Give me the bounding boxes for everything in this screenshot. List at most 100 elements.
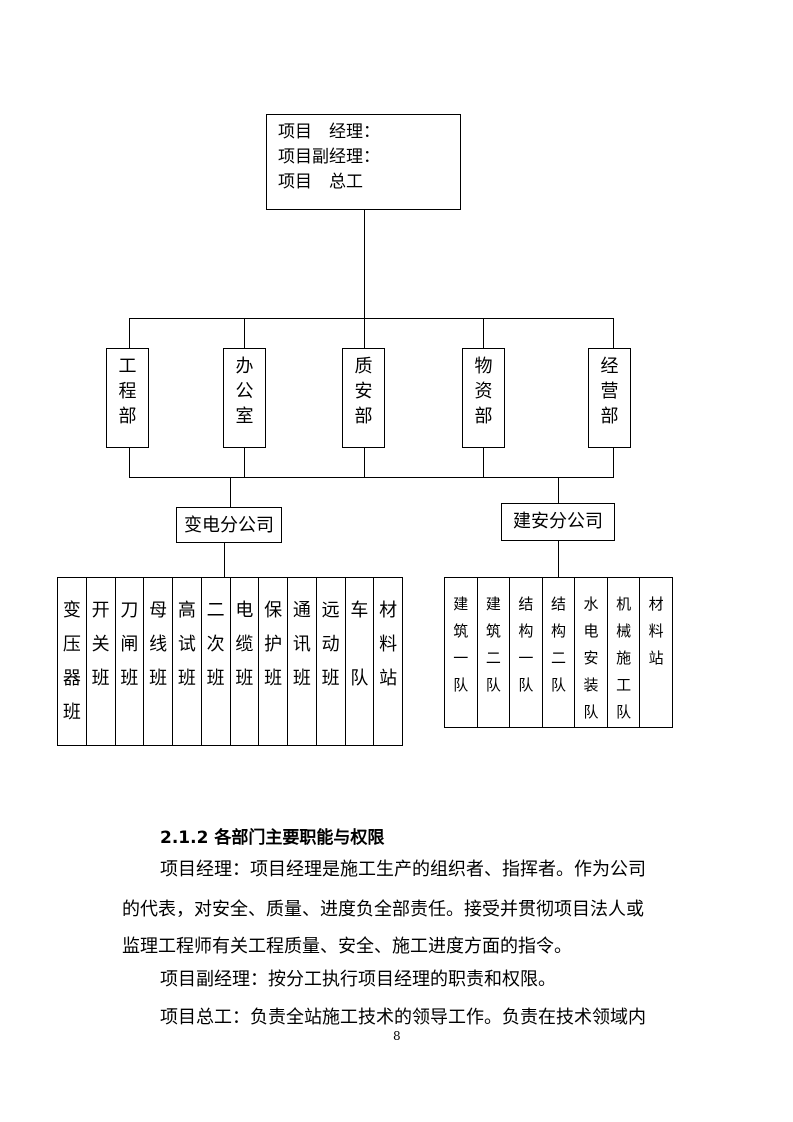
team-name-char: 线 <box>149 633 168 655</box>
team-name-char: 闸 <box>120 633 139 655</box>
dept-name-char: 资 <box>474 381 493 402</box>
connector-left-sub-bottom <box>224 542 225 577</box>
team-name-char: 远 <box>321 599 340 621</box>
team-name-char: 电 <box>583 622 599 640</box>
team-name-char: 班 <box>149 667 168 689</box>
team-cell: 电缆班 <box>229 577 260 746</box>
dept-materials: 物 资 部 <box>462 348 505 448</box>
team-name-char: 施 <box>616 649 632 667</box>
team-name-char: 刀 <box>120 599 139 621</box>
team-name-char: 队 <box>583 703 599 721</box>
team-name-char: 队 <box>453 676 469 694</box>
dept-name-char: 质 <box>354 356 373 377</box>
team-name-char: 压 <box>62 633 81 655</box>
team-name-char: 材 <box>648 595 664 613</box>
team-cell: 结构二队 <box>541 577 576 728</box>
subsidiary-substation: 变电分公司 <box>176 507 282 543</box>
team-cell: 材料站 <box>373 577 403 746</box>
team-name-char: 队 <box>485 676 501 694</box>
team-name-char: 班 <box>321 667 340 689</box>
team-cell: 刀闸班 <box>114 577 145 746</box>
dept-name-char: 室 <box>235 406 254 427</box>
substation-teams-table: 变压器班 开关班 刀闸班 母线班 高试班 二次班 电缆班 保护班 通讯班 远动班… <box>57 577 403 746</box>
dept-name-char: 经 <box>600 356 619 377</box>
team-cell: 保护班 <box>258 577 288 746</box>
team-name-char: 装 <box>583 676 599 694</box>
team-name-char: 料 <box>379 633 398 655</box>
connector-dept-2-top <box>244 318 245 348</box>
team-name-char: 队 <box>616 703 632 721</box>
team-name-char: 母 <box>149 599 168 621</box>
team-name-char: 队 <box>550 676 566 694</box>
team-name-char: 关 <box>91 633 110 655</box>
team-cell: 通讯班 <box>287 577 317 746</box>
leadership-line-manager: 项目 经理： <box>278 122 380 142</box>
connector-dept-3-top <box>364 318 365 348</box>
leadership-line-deputy-manager: 项目副经理： <box>278 147 380 167</box>
team-name-char: 队 <box>518 676 534 694</box>
team-name-char: 试 <box>177 633 196 655</box>
connector-left-sub-top <box>230 477 231 507</box>
paragraph-line-2: 的代表，对安全、质量、进度负全部责任。接受并贯彻项目法人或 <box>122 899 644 920</box>
connector-dept-bus-top <box>129 318 614 319</box>
dept-name-char: 办 <box>235 356 254 377</box>
team-cell: 高试班 <box>172 577 202 746</box>
team-name-char: 缆 <box>235 633 254 655</box>
team-name-char: 械 <box>616 622 632 640</box>
dept-name-char: 物 <box>474 356 493 377</box>
dept-quality-safety: 质 安 部 <box>342 348 385 448</box>
connector-top-trunk <box>364 210 365 318</box>
team-name-char: 结 <box>550 595 566 613</box>
dept-name-char: 程 <box>118 381 137 402</box>
team-name-char: 班 <box>292 667 311 689</box>
team-name-char: 筑 <box>485 622 501 640</box>
team-name-char: 保 <box>264 599 283 621</box>
dept-name-char: 营 <box>600 381 619 402</box>
table-row: 建筑一队 建筑二队 结构一队 结构二队 水电安装队 机械施工队 材料站 <box>444 577 673 728</box>
connector-dept-3-bottom <box>364 448 365 477</box>
team-name-char: 班 <box>264 667 283 689</box>
leadership-line-chief-engineer: 项目 总工 <box>278 172 363 192</box>
team-name-char: 动 <box>321 633 340 655</box>
team-name-char: 材 <box>379 599 398 621</box>
team-name-char: 器 <box>62 667 81 689</box>
connector-dept-1-top <box>129 318 130 348</box>
team-cell: 水电安装队 <box>574 577 608 728</box>
team-cell: 远动班 <box>315 577 346 746</box>
team-name-char <box>346 628 374 662</box>
dept-name-char: 部 <box>118 406 137 427</box>
team-name-char: 班 <box>62 701 81 723</box>
paragraph-line-4: 项目副经理：按分工执行项目经理的职责和权限。 <box>160 969 556 990</box>
dept-name-char: 部 <box>354 406 373 427</box>
dept-office: 办 公 室 <box>223 348 266 448</box>
team-cell: 材料站 <box>639 577 673 728</box>
team-name-char: 讯 <box>292 633 311 655</box>
subsidiary-construction: 建安分公司 <box>501 503 615 541</box>
dept-name-char: 工 <box>118 356 137 377</box>
team-name-char: 二 <box>485 649 501 667</box>
team-cell: 建筑一队 <box>444 577 478 728</box>
team-name-char: 筑 <box>453 622 469 640</box>
connector-dept-4-top <box>483 318 484 348</box>
paragraph-line-5: 项目总工：负责全站施工技术的领导工作。负责在技术领域内 <box>160 1007 646 1028</box>
paragraph-line-1: 项目经理：项目经理是施工生产的组织者、指挥者。作为公司 <box>160 859 646 880</box>
team-name-char: 车 <box>350 599 369 621</box>
team-name-char: 二 <box>550 649 566 667</box>
team-name-char: 料 <box>648 622 664 640</box>
team-name-char: 班 <box>177 667 196 689</box>
dept-name-char: 安 <box>354 381 373 402</box>
team-name-char: 一 <box>453 649 469 667</box>
team-name-char: 队 <box>350 667 369 689</box>
connector-right-sub-bottom <box>558 540 559 577</box>
project-leadership-box: 项目 经理： 项目副经理： 项目 总工 <box>266 114 461 210</box>
team-name-char: 通 <box>292 599 311 621</box>
section-heading: 2.1.2 各部门主要职能与权限 <box>160 828 385 848</box>
team-cell: 母线班 <box>143 577 173 746</box>
team-name-char: 班 <box>120 667 139 689</box>
team-name-char: 建 <box>453 595 469 613</box>
team-name-char: 护 <box>264 633 283 655</box>
team-name-char: 开 <box>91 599 110 621</box>
connector-dept-5-bottom <box>613 448 614 477</box>
team-cell: 二次班 <box>200 577 231 746</box>
connector-right-sub-top <box>558 477 559 503</box>
